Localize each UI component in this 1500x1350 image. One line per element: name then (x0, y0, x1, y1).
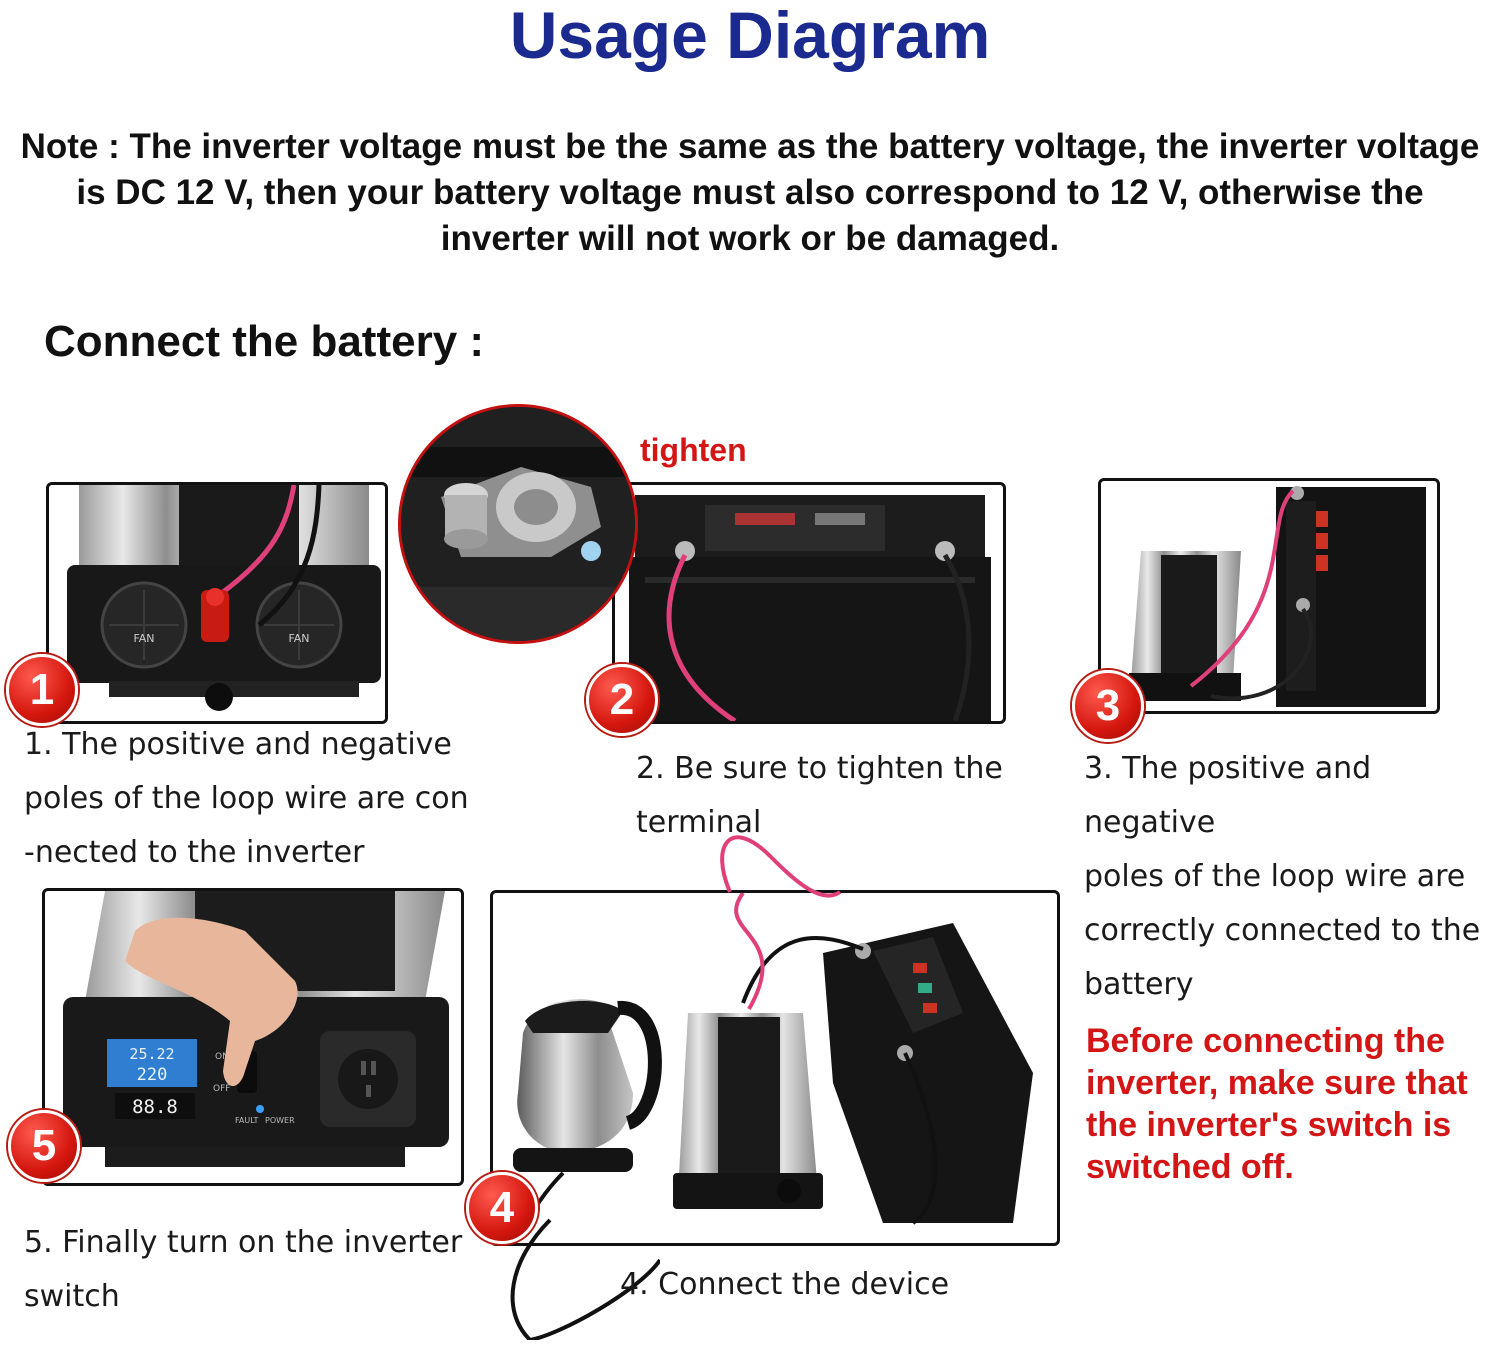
terminal-zoom-inset (398, 404, 638, 644)
step-4-caption-line: 4. Connect the device (620, 1267, 950, 1302)
section-heading: Connect the battery : (44, 317, 485, 366)
step-5-caption: 5. Finally turn on the inverter switch (24, 1216, 484, 1324)
led-digit-readout: 88.8 (132, 1096, 178, 1118)
step-3-caption-line: battery (1084, 967, 1194, 1002)
fan-label-right: FAN (288, 632, 309, 645)
step-2-caption: 2. Be sure to tighten the terminal (636, 742, 1036, 850)
step-1-caption: 1. The positive and negative poles of th… (24, 718, 484, 880)
battery-terminal-illustration (629, 495, 991, 721)
step-5-caption-line: 5. Finally turn on the inverter (24, 1225, 463, 1260)
power-label: POWER (265, 1116, 295, 1125)
step-2-badge: 2 (586, 664, 658, 736)
terminal-closeup-illustration (401, 407, 635, 641)
step-3-caption-line: correctly connected to the (1084, 913, 1481, 948)
switch-on-label: ON (215, 1052, 229, 1062)
step-3-caption: 3. The positive and negative poles of th… (1084, 742, 1498, 1012)
inverter-rear-illustration: FAN FAN (67, 485, 381, 711)
wire-overlay (720, 835, 842, 898)
page-title: Usage Diagram (509, 0, 991, 72)
device-connection-illustration (511, 893, 1033, 1243)
step-2-caption-line: terminal (636, 805, 762, 840)
inverter-battery-illustration (1129, 486, 1426, 707)
step-5-image: 25.22 220 88.8 ON OFF FAULT POWER (42, 888, 464, 1186)
step-5-caption-line: switch (24, 1279, 120, 1314)
step-2-image (612, 482, 1006, 724)
fan-label-left: FAN (133, 632, 154, 645)
tighten-label: tighten (640, 432, 747, 468)
step-1-caption-line: 1. The positive and negative (24, 727, 452, 762)
step-4-badge: 4 (466, 1172, 538, 1244)
step-4-image (490, 890, 1060, 1246)
device-cable (510, 1218, 660, 1340)
step-1-badge: 1 (6, 654, 78, 726)
step-2-caption-line: 2. Be sure to tighten the (636, 751, 1003, 786)
step-3-caption-line: poles of the loop wire are (1084, 859, 1466, 894)
step-3-image (1098, 478, 1440, 714)
step-1-caption-line: -nected to the inverter (24, 835, 365, 870)
switch-off-label: OFF (213, 1084, 230, 1094)
step-4-caption: 4. Connect the device (620, 1258, 980, 1312)
step-3-caption-line: 3. The positive and negative (1084, 751, 1372, 840)
step-3-badge: 3 (1072, 670, 1144, 742)
inverter-front-panel-illustration: 25.22 220 88.8 ON OFF FAULT POWER (63, 891, 449, 1167)
step-5-badge: 5 (8, 1110, 80, 1182)
voltage-note: Note : The inverter voltage must be the … (20, 127, 1480, 258)
step-1-caption-line: poles of the loop wire are con (24, 781, 469, 816)
lcd-top-readout: 25.22 (129, 1045, 174, 1063)
switch-off-warning: Before connecting the inverter, make sur… (1086, 1022, 1468, 1186)
step-1-image: FAN FAN (46, 482, 388, 724)
lcd-bottom-readout: 220 (137, 1065, 168, 1085)
fault-label: FAULT (235, 1116, 259, 1125)
